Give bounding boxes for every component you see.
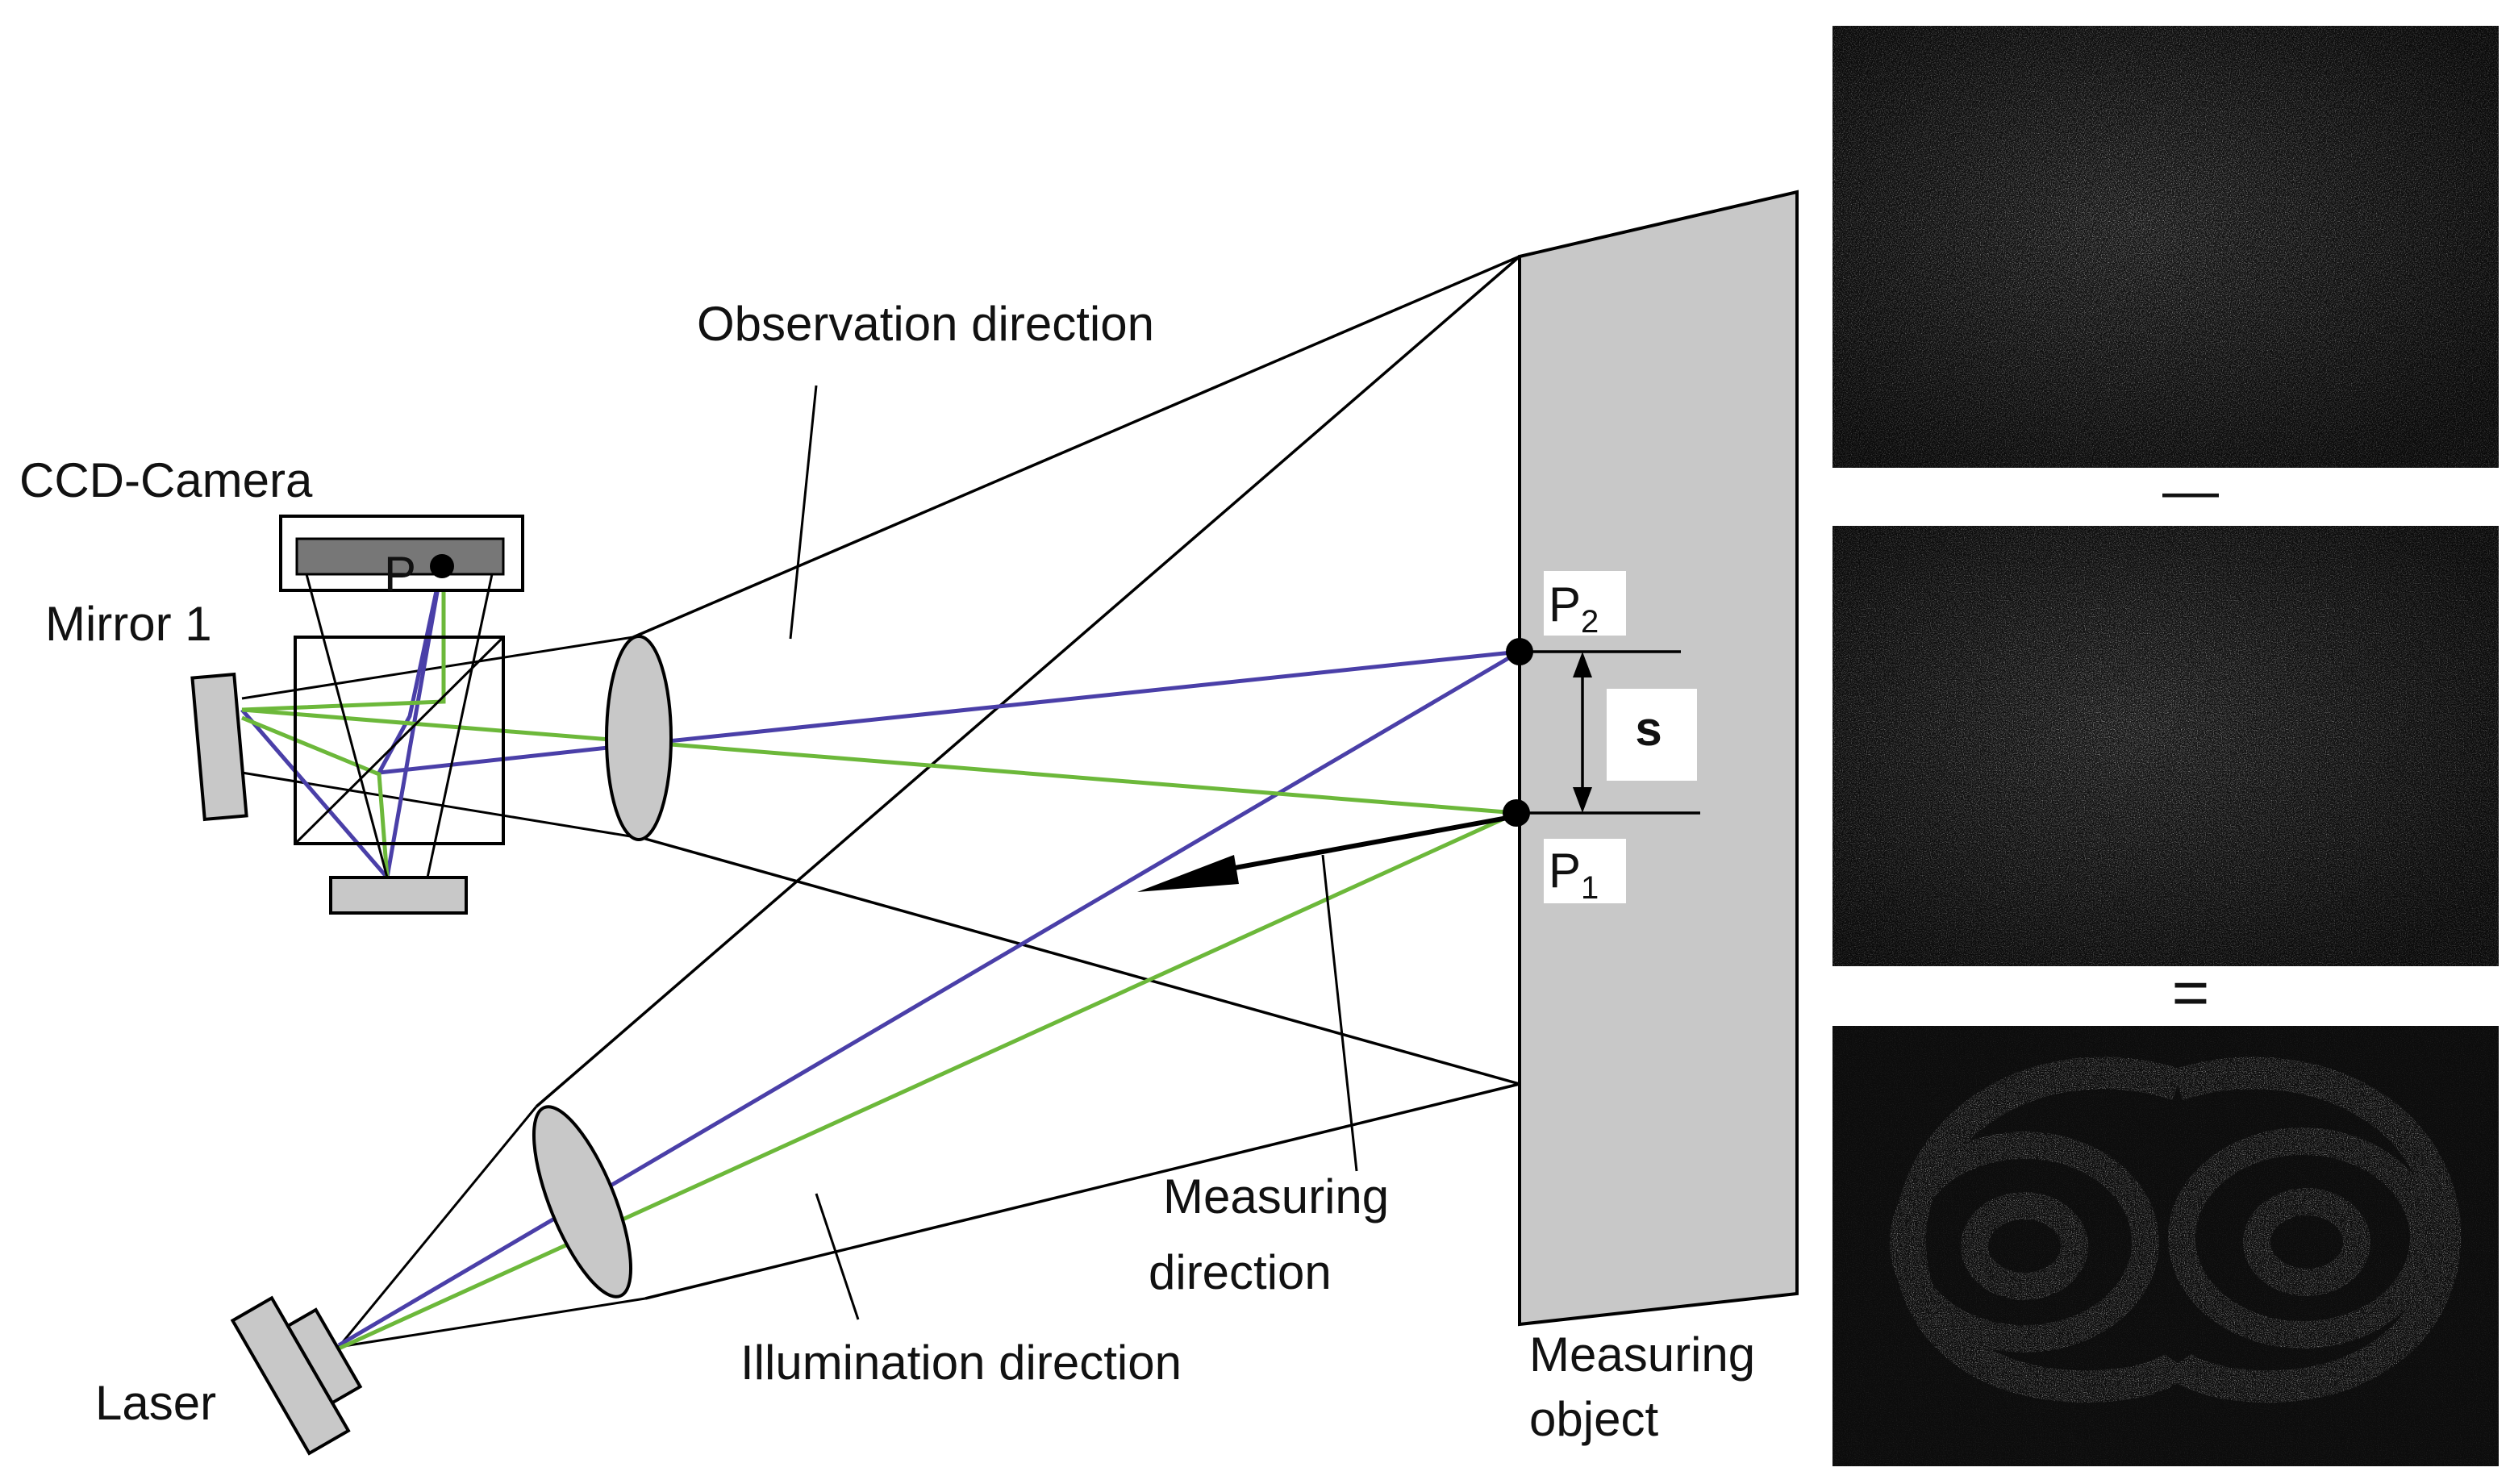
s-label-bg: [1607, 689, 1697, 781]
measuring-direction-label-2: direction: [1149, 1245, 1332, 1299]
measuring-direction-label-1: Measuring: [1163, 1169, 1389, 1223]
observation-leader: [789, 385, 818, 640]
p1-label-bg: [1544, 839, 1626, 903]
mirror-1: [190, 672, 248, 822]
measuring-object-label-1: Measuring: [1529, 1328, 1755, 1382]
observation-lens: [605, 635, 673, 841]
p2-label-bg: [1544, 571, 1626, 636]
speckle-image-2: [1832, 526, 2499, 966]
ccd-camera-label: CCD-Camera: [19, 453, 313, 507]
illumination-leader: [815, 1193, 860, 1320]
measuring-direction-arrow: [1137, 814, 1517, 892]
measuring-direction-leader: [1321, 854, 1358, 1172]
illumination-lens: [532, 1105, 633, 1298]
point-p-camera: [430, 554, 454, 578]
speckle-fringe-result: [1832, 1026, 2499, 1466]
observation-direction-label: Observation direction: [697, 297, 1154, 351]
laser: [230, 1295, 363, 1456]
p1-label: P1: [1549, 844, 1599, 906]
illumination-direction-label: Illumination direction: [740, 1336, 1182, 1390]
beam-splitter-cube: [294, 573, 505, 878]
illumination-cone: [337, 255, 1521, 1349]
measuring-object-label-2: object: [1529, 1392, 1658, 1446]
mirror-2: [329, 876, 468, 915]
point-p1: [1503, 799, 1530, 827]
ccd-camera: [279, 515, 524, 592]
p-camera-label: P: [384, 547, 416, 601]
mirror-1-label: Mirror 1: [45, 597, 212, 651]
p2-label: P2: [1549, 577, 1599, 640]
minus-operator: —: [2162, 459, 2219, 522]
point-p2: [1506, 638, 1533, 665]
speckle-image-1: [1832, 26, 2499, 468]
laser-label: Laser: [95, 1376, 216, 1430]
rays: [240, 564, 1521, 1351]
s-label: s: [1635, 702, 1662, 756]
equals-operator: =: [2172, 957, 2210, 1028]
shear-distance-arrow: [1573, 652, 1592, 813]
